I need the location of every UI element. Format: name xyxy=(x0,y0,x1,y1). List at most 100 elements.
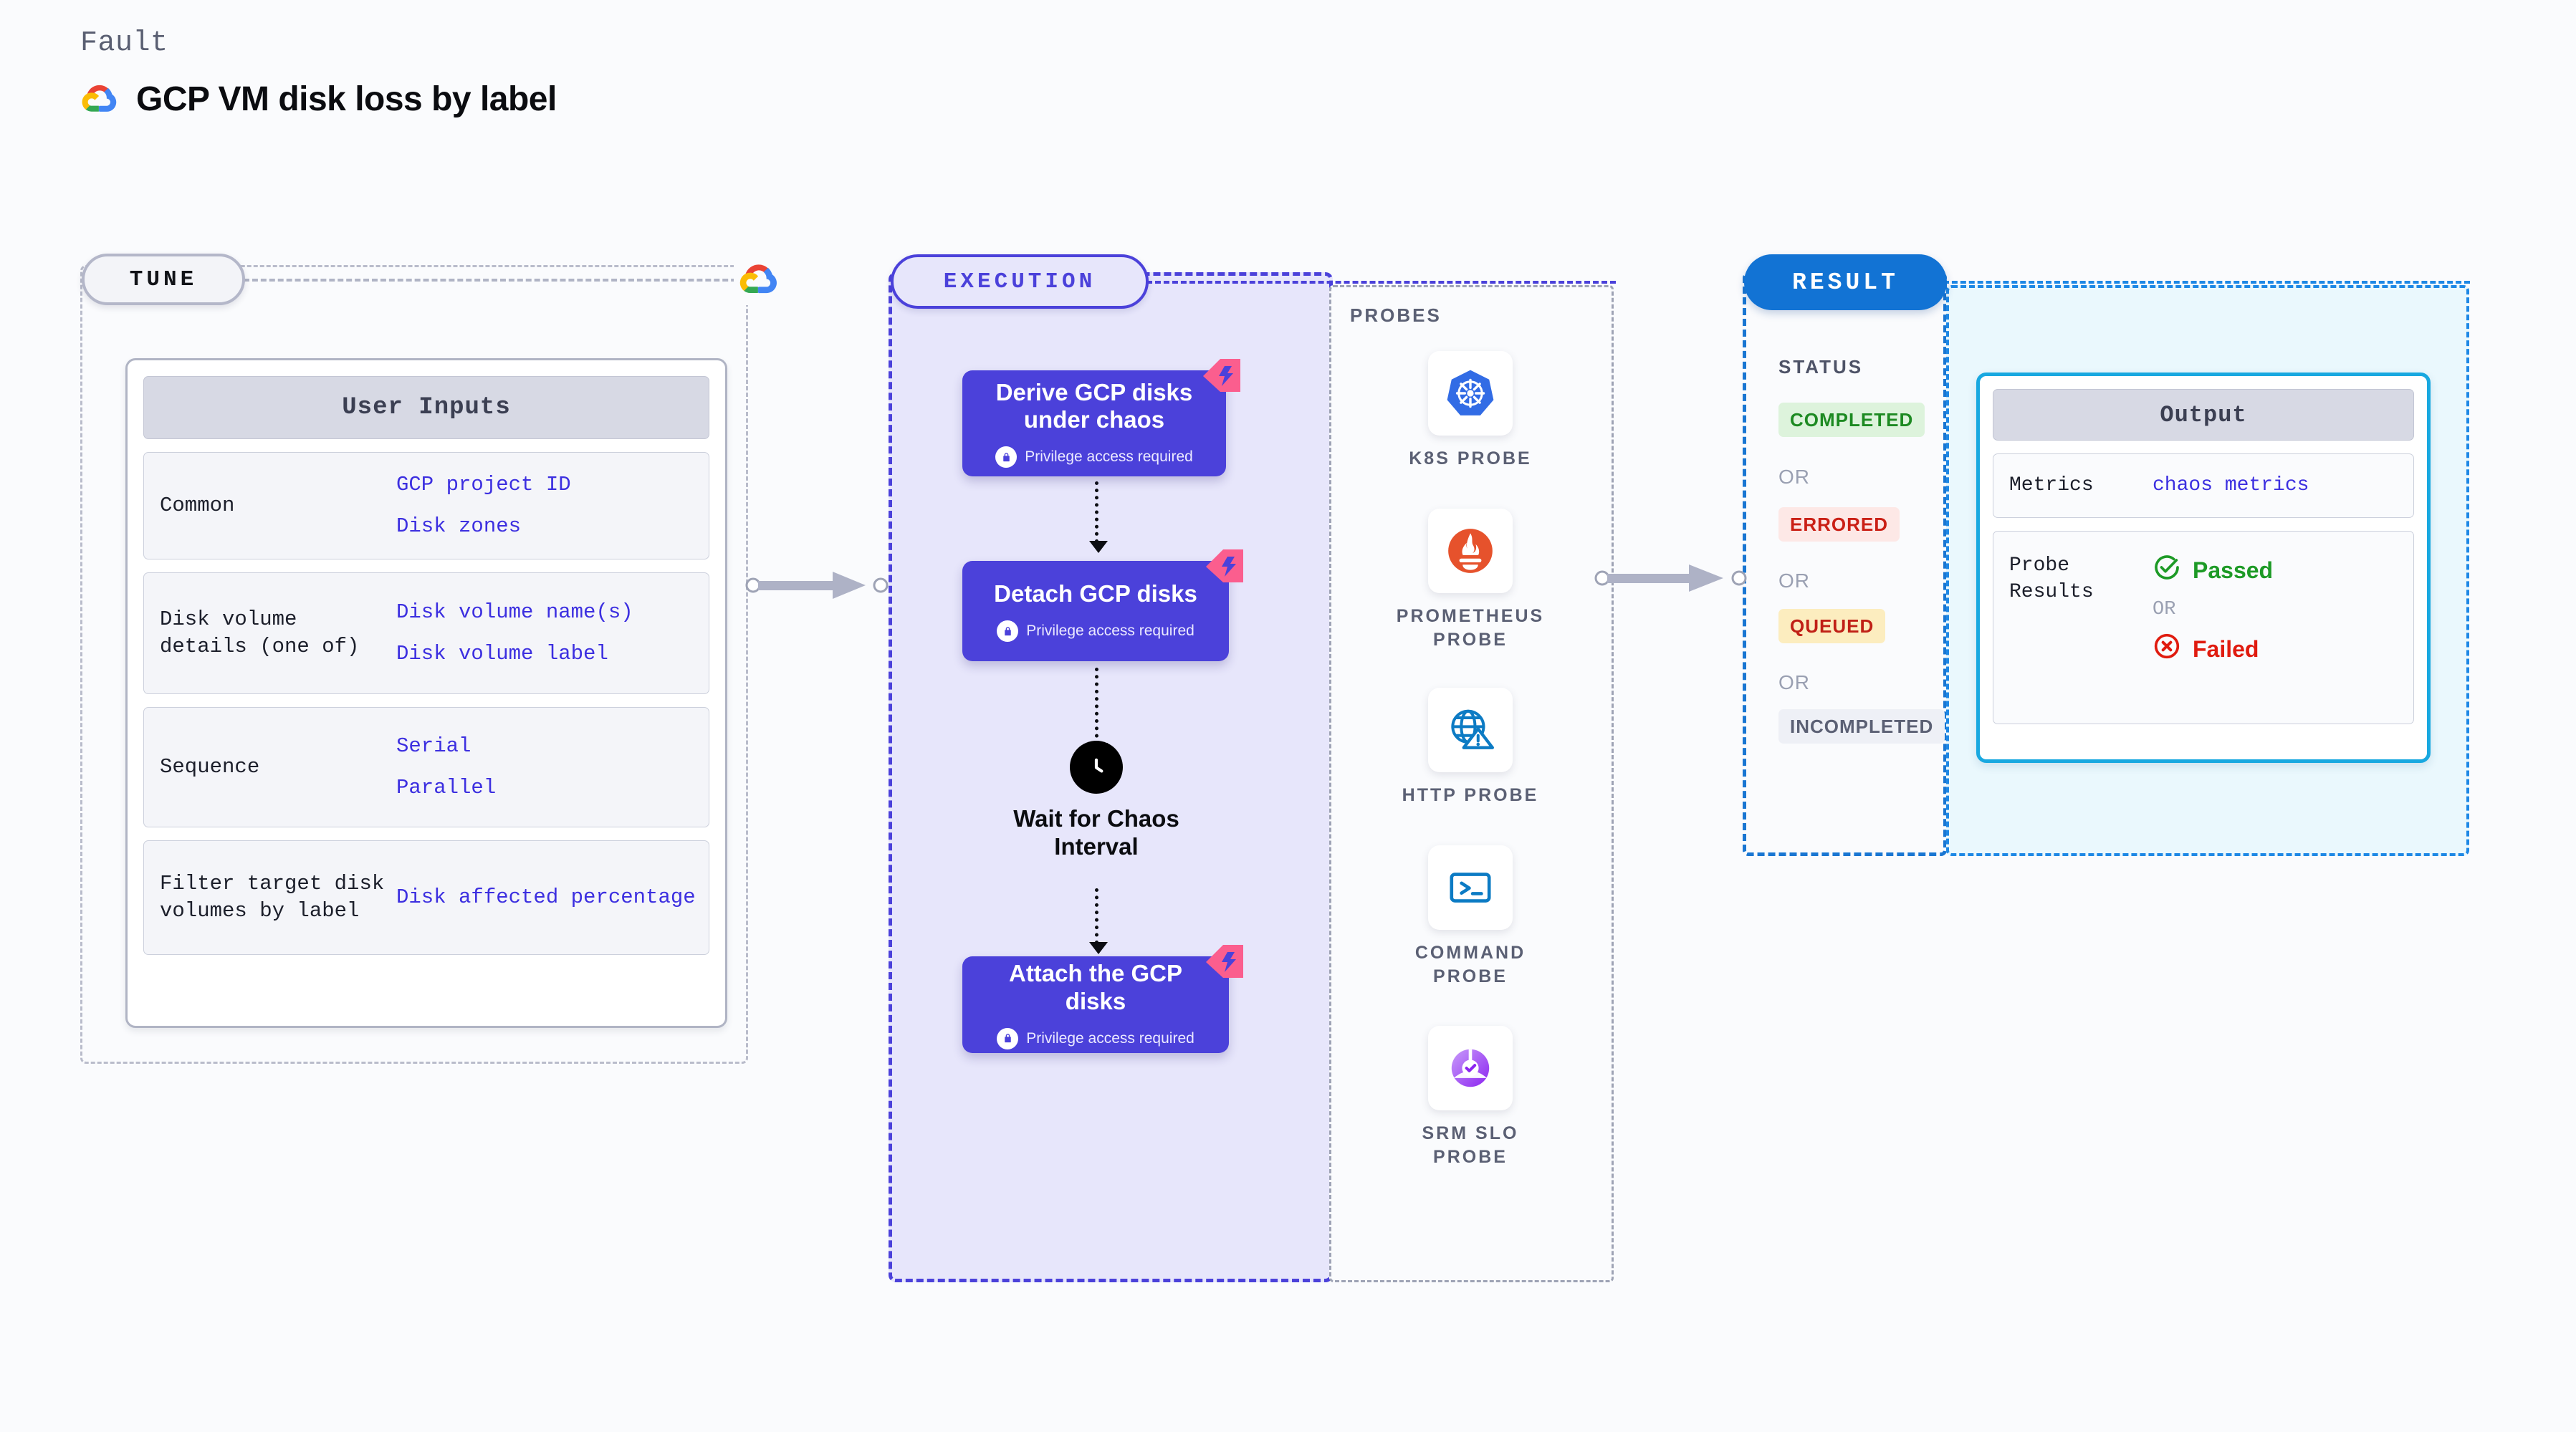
row-key: Metrics xyxy=(2009,474,2094,496)
terminal-icon xyxy=(1428,845,1513,930)
probes-title: PROBES xyxy=(1350,304,1442,326)
execution-rail xyxy=(1146,281,1616,284)
output-card: Output Metrics chaos metrics Probe Resul… xyxy=(1976,373,2431,763)
row-values: Disk volume name(s) Disk volume label xyxy=(396,599,633,668)
row-key: Common xyxy=(160,493,235,517)
flow-arrow-1 xyxy=(1089,481,1108,553)
chaos-ribbon-icon xyxy=(1202,941,1243,982)
privilege-note: Privilege access required xyxy=(997,1027,1194,1049)
probe-result-passed: Passed xyxy=(2153,553,2273,587)
check-circle-icon xyxy=(2153,553,2181,587)
row-values: Disk affected percentage xyxy=(396,884,696,911)
lock-icon xyxy=(997,1027,1019,1049)
table-row: Common GCP project ID Disk zones xyxy=(143,452,709,559)
privilege-note-label: Privilege access required xyxy=(1026,623,1194,640)
connector-execution-to-result xyxy=(1594,562,1748,597)
probe-label: HTTP PROBE xyxy=(1402,785,1539,805)
stage-badge-execution[interactable]: EXECUTION xyxy=(891,254,1149,309)
execution-node-derive[interactable]: Derive GCP disks under chaos Privilege a… xyxy=(962,359,1240,476)
x-circle-icon xyxy=(2153,632,2181,666)
row-key: Probe Results xyxy=(2009,554,2094,603)
probe-item-k8s[interactable]: K8S PROBE xyxy=(1384,351,1556,471)
row-key: Sequence xyxy=(160,754,260,779)
kubernetes-icon xyxy=(1428,351,1513,436)
tune-panel xyxy=(80,265,748,1064)
probe-result-failed: Failed xyxy=(2153,632,2273,666)
probe-item-srm-slo[interactable]: SRM SLO PROBE xyxy=(1384,1026,1556,1169)
result-rail xyxy=(1943,281,2470,284)
table-row: Sequence Serial Parallel xyxy=(143,707,709,827)
status-or-label: OR xyxy=(1778,466,1810,488)
status-or-label: OR xyxy=(1778,570,1810,592)
chaos-ribbon-icon xyxy=(1202,545,1243,587)
row-value[interactable]: Disk zones xyxy=(396,514,522,538)
lock-icon xyxy=(997,620,1019,643)
table-row: Probe Results Passed OR xyxy=(1993,531,2414,724)
probe-label: COMMAND PROBE xyxy=(1414,943,1526,986)
row-value[interactable]: GCP project ID xyxy=(396,472,571,496)
row-values: chaos metrics xyxy=(2153,473,2309,499)
probe-item-command[interactable]: COMMAND PROBE xyxy=(1384,845,1556,989)
user-inputs-card: User Inputs Common GCP project ID Disk z… xyxy=(125,358,727,1028)
row-value[interactable]: Disk volume name(s) xyxy=(396,600,633,624)
row-value[interactable]: Serial xyxy=(396,734,471,758)
probe-item-prometheus[interactable]: PROMETHEUS PROBE xyxy=(1384,509,1556,652)
privilege-note-label: Privilege access required xyxy=(1026,1029,1194,1047)
probe-label: PROMETHEUS PROBE xyxy=(1396,606,1545,650)
status-title: STATUS xyxy=(1778,356,1864,378)
status-badge-errored: ERRORED xyxy=(1778,507,1900,542)
flow-arrow-2 xyxy=(1089,668,1108,755)
chaos-ribbon-icon xyxy=(1199,355,1240,396)
table-row: Filter target disk volumes by label Disk… xyxy=(143,840,709,955)
globe-warning-icon xyxy=(1428,688,1513,772)
status-or-label: OR xyxy=(1778,671,1810,693)
execution-node-detach[interactable]: Detach GCP disks Privilege access requir… xyxy=(962,549,1243,661)
google-cloud-rail-logo-icon xyxy=(734,255,784,305)
lock-icon xyxy=(995,446,1018,468)
probe-result-or-label: OR xyxy=(2153,599,2176,620)
probe-item-http[interactable]: HTTP PROBE xyxy=(1384,688,1556,807)
execution-node-title: Attach the GCP disks xyxy=(1008,960,1183,1014)
stage-badge-tune[interactable]: TUNE xyxy=(82,254,245,305)
table-row: Disk volume details (one of) Disk volume… xyxy=(143,572,709,694)
output-card-title: Output xyxy=(1993,389,2414,441)
row-values: Serial Parallel xyxy=(396,733,496,802)
execution-node-attach[interactable]: Attach the GCP disks Privilege access re… xyxy=(962,945,1243,1053)
privilege-note-label: Privilege access required xyxy=(1025,448,1193,466)
row-value[interactable]: Disk affected percentage xyxy=(396,885,696,909)
row-key: Disk volume details (one of) xyxy=(160,607,360,658)
privilege-note: Privilege access required xyxy=(997,620,1194,643)
privilege-note: Privilege access required xyxy=(995,446,1193,468)
row-values: GCP project ID Disk zones xyxy=(396,471,571,541)
slo-gauge-icon xyxy=(1428,1026,1513,1110)
status-badge-incompleted: INCOMPLETED xyxy=(1778,709,1945,744)
row-value[interactable]: chaos metrics xyxy=(2153,474,2309,496)
result-status-panel xyxy=(1743,272,1947,856)
probe-result-passed-label: Passed xyxy=(2193,557,2274,583)
row-value[interactable]: Parallel xyxy=(396,776,497,799)
tune-rail xyxy=(244,279,754,282)
page-title: GCP VM disk loss by label xyxy=(136,80,557,118)
connector-tune-to-execution xyxy=(745,570,889,605)
probe-label: SRM SLO PROBE xyxy=(1422,1123,1519,1167)
user-inputs-card-title: User Inputs xyxy=(143,376,709,439)
row-value[interactable]: Disk volume label xyxy=(396,642,608,665)
wait-node-label: Wait for Chaos Interval xyxy=(1013,805,1179,860)
table-row: Metrics chaos metrics xyxy=(1993,453,2414,518)
flow-arrow-3 xyxy=(1089,888,1108,954)
probe-label: K8S PROBE xyxy=(1409,448,1532,468)
stage-badge-result[interactable]: RESULT xyxy=(1744,254,1947,310)
probes-panel xyxy=(1329,285,1614,1282)
execution-node-title: Derive GCP disks under chaos xyxy=(995,378,1193,433)
prometheus-icon xyxy=(1428,509,1513,593)
status-badge-queued: QUEUED xyxy=(1778,609,1886,643)
page-header: Fault GCP VM disk loss by label xyxy=(80,27,557,119)
probe-result-failed-label: Failed xyxy=(2193,635,2259,662)
execution-node-wait: Wait for Chaos Interval xyxy=(996,741,1197,861)
fault-eyebrow-label: Fault xyxy=(80,27,168,59)
row-key: Filter target disk volumes by label xyxy=(160,871,385,923)
google-cloud-logo-icon xyxy=(80,82,119,117)
execution-node-title: Detach GCP disks xyxy=(994,580,1197,607)
probe-results-values: Passed OR Failed xyxy=(2153,553,2273,666)
clock-icon xyxy=(1070,741,1123,794)
